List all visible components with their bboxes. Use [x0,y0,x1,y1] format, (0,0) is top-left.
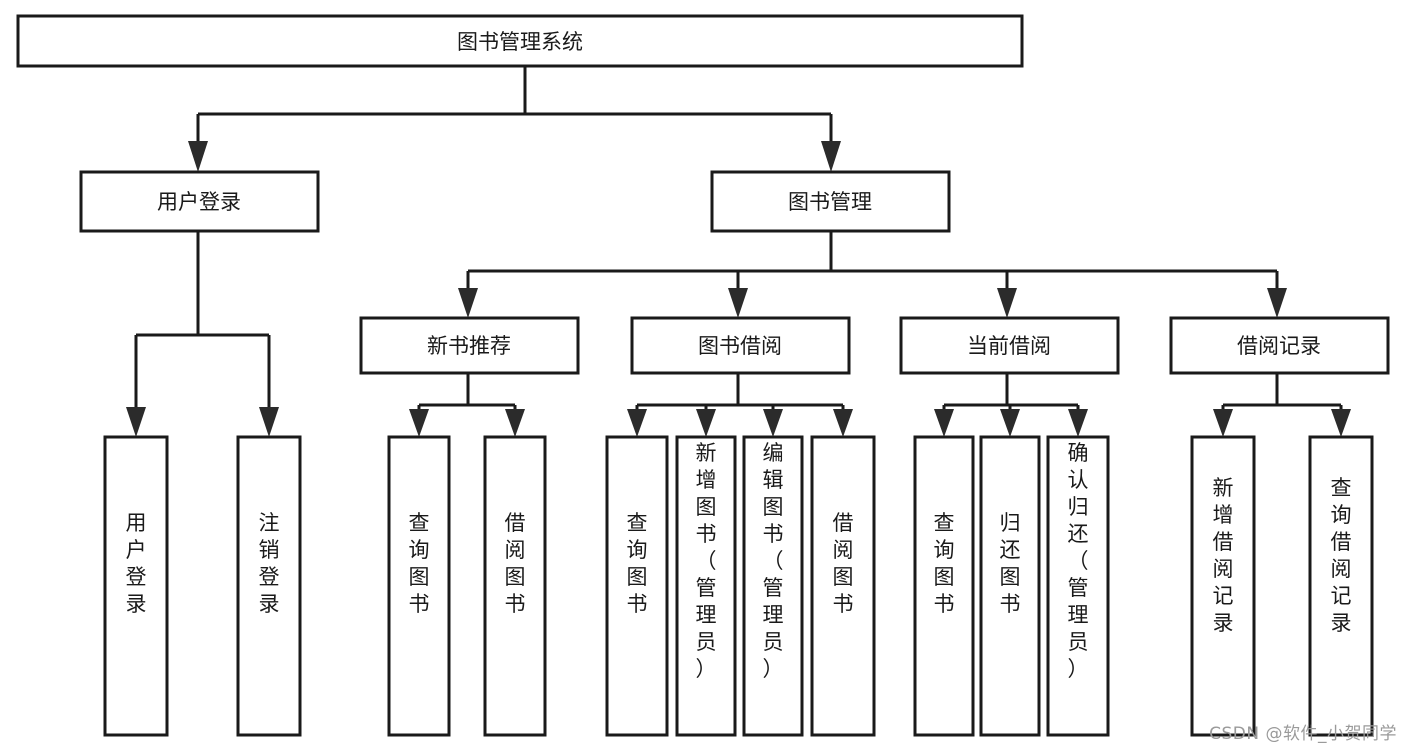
node-leaf-borrow-book-2[interactable]: 借阅图书 [810,435,876,737]
node-current-borrow-label: 当前借阅 [967,334,1051,358]
node-leaf-confirm-return-admin-box[interactable] [1046,435,1110,737]
node-leaf-query-book-1-label: 查询图书 [409,511,430,616]
node-user-login-label: 用户登录 [157,190,241,214]
node-leaf-logout-login-box[interactable] [236,435,302,737]
node-current-borrow[interactable]: 当前借阅 [899,316,1120,375]
node-leaf-edit-book-admin-label: 编辑图书（管理员） [763,441,784,681]
node-book-borrow[interactable]: 图书借阅 [630,316,851,375]
arrowhead-icon [126,407,146,437]
node-root[interactable]: 图书管理系统 [16,14,1024,68]
node-book-management-label: 图书管理 [788,190,872,214]
node-borrow-record-label: 借阅记录 [1237,334,1321,358]
arrowhead-icon [409,409,429,437]
node-leaf-confirm-return-admin[interactable]: 确认归还（管理员） [1046,435,1110,737]
node-leaf-query-book-1-box[interactable] [387,435,451,737]
arrowhead-icon [259,407,279,437]
node-leaf-query-borrow-record-label: 查询借阅记录 [1331,476,1352,635]
node-leaf-user-login-label: 用户登录 [126,511,147,616]
node-leaf-query-borrow-record[interactable]: 查询借阅记录 [1308,435,1374,737]
arrowhead-icon [458,288,478,318]
node-leaf-add-borrow-record[interactable]: 新增借阅记录 [1190,435,1256,737]
node-leaf-query-book-3-label: 查询图书 [934,511,955,616]
node-leaf-borrow-book-1-box[interactable] [483,435,547,737]
node-leaf-edit-book-admin-box[interactable] [742,435,804,737]
node-root-label: 图书管理系统 [457,30,583,54]
node-leaf-add-borrow-record-label: 新增借阅记录 [1213,476,1234,635]
arrowhead-icon [1068,409,1088,437]
node-new-book-recommend-box[interactable] [359,316,580,375]
node-leaf-confirm-return-admin-label: 确认归还（管理员） [1068,441,1089,681]
node-leaf-add-book-admin-label: 新增图书（管理员） [696,441,717,681]
csdn-watermark: CSDN @软件_小贺同学 [1209,724,1397,744]
node-leaf-user-login-box[interactable] [103,435,169,737]
node-leaf-add-borrow-record-box[interactable] [1190,435,1256,737]
arrowhead-icon [696,409,716,437]
node-leaf-return-book[interactable]: 归还图书 [979,435,1041,737]
node-new-book-recommend-label: 新书推荐 [427,334,511,358]
node-book-management-box[interactable] [710,170,951,233]
arrowhead-icon [763,409,783,437]
arrowhead-icon [728,288,748,318]
arrowhead-icon [833,409,853,437]
node-new-book-recommend[interactable]: 新书推荐 [359,316,580,375]
node-book-management[interactable]: 图书管理 [710,170,951,233]
node-leaf-borrow-book-1[interactable]: 借阅图书 [483,435,547,737]
arrowhead-icon [821,141,841,172]
node-leaf-query-book-2-label: 查询图书 [627,511,648,616]
node-leaf-borrow-book-2-box[interactable] [810,435,876,737]
arrowhead-icon [505,409,525,437]
arrowhead-icon [1213,409,1233,437]
node-leaf-query-book-3[interactable]: 查询图书 [913,435,975,737]
node-user-login-box[interactable] [79,170,320,233]
node-leaf-return-book-box[interactable] [979,435,1041,737]
node-leaf-edit-book-admin[interactable]: 编辑图书（管理员） [742,435,804,737]
node-leaf-add-book-admin-box[interactable] [675,435,737,737]
node-leaf-query-book-2-box[interactable] [605,435,669,737]
node-borrow-record-box[interactable] [1169,316,1390,375]
node-leaf-logout-login-label: 注销登录 [259,511,280,616]
node-root-box[interactable] [16,14,1024,68]
arrowhead-icon [934,409,954,437]
node-leaf-return-book-label: 归还图书 [1000,511,1021,616]
node-book-borrow-box[interactable] [630,316,851,375]
node-leaf-query-book-3-box[interactable] [913,435,975,737]
node-leaf-user-login[interactable]: 用户登录 [103,435,169,737]
node-book-borrow-label: 图书借阅 [698,334,782,358]
node-leaf-borrow-book-1-label: 借阅图书 [505,511,526,616]
node-leaf-add-book-admin[interactable]: 新增图书（管理员） [675,435,737,737]
node-borrow-record[interactable]: 借阅记录 [1169,316,1390,375]
arrowhead-icon [627,409,647,437]
arrowhead-icon [997,288,1017,318]
node-leaf-query-borrow-record-box[interactable] [1308,435,1374,737]
arrowhead-icon [188,141,208,172]
node-leaf-logout-login[interactable]: 注销登录 [236,435,302,737]
node-leaf-query-book-2[interactable]: 查询图书 [605,435,669,737]
node-leaf-query-book-1[interactable]: 查询图书 [387,435,451,737]
node-user-login[interactable]: 用户登录 [79,170,320,233]
arrowhead-icon [1331,409,1351,437]
arrowhead-icon [1267,288,1287,318]
node-current-borrow-box[interactable] [899,316,1120,375]
node-leaf-borrow-book-2-label: 借阅图书 [833,511,854,616]
arrowhead-icon [1000,409,1020,437]
arrowhead-layer [126,141,1351,437]
